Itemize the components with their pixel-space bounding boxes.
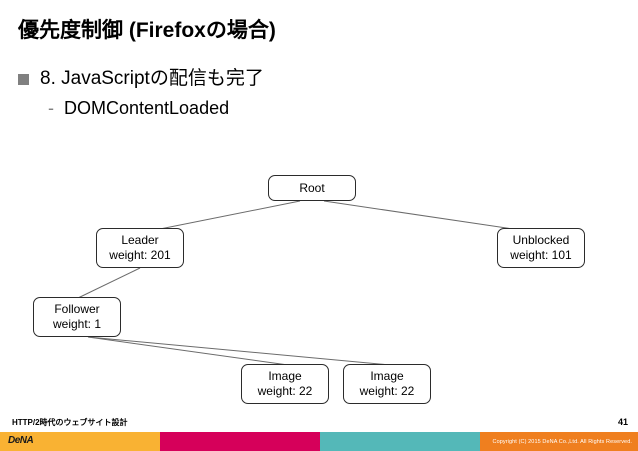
tree-node-weight: weight: 101 (510, 248, 572, 262)
edge-follower-image2 (87, 336, 391, 366)
tree-node-unblocked[interactable]: Unblocked weight: 101 (497, 228, 585, 268)
bullet-level1-label: 8. JavaScriptの配信も完了 (40, 68, 264, 89)
page-title: 優先度制御 (Firefoxの場合) (18, 19, 276, 42)
square-bullet-icon (18, 74, 29, 85)
bullet-list: 8. JavaScriptの配信も完了 - DOMContentLoaded (18, 66, 618, 121)
dash-bullet-icon: - (48, 98, 54, 118)
tree-node-image-2[interactable]: Image weight: 22 (343, 364, 431, 404)
diagram-edges (77, 200, 521, 366)
tree-node-weight: weight: 201 (109, 248, 171, 262)
tree-node-label: Leader (121, 233, 159, 247)
bullet-item-level1: 8. JavaScriptの配信も完了 (18, 66, 618, 92)
priority-tree-diagram: Root Leader weight: 201 Unblocked weight… (33, 175, 585, 404)
tree-node-label: Image (268, 369, 302, 383)
tree-node-label: Follower (54, 302, 100, 316)
edge-leader-follower (77, 267, 141, 299)
edge-root-unblocked (323, 200, 521, 231)
tree-node-image-1[interactable]: Image weight: 22 (241, 364, 329, 404)
edge-follower-image1 (87, 336, 289, 366)
tree-node-label: Root (299, 180, 325, 195)
dena-logo: DeNA (8, 435, 34, 446)
tree-node-root[interactable]: Root (268, 175, 356, 201)
copyright-text: Copyright (C) 2015 DeNA Co.,Ltd. All Rig… (492, 438, 632, 445)
edge-root-leader (159, 200, 301, 230)
bullet-level2-label: DOMContentLoaded (64, 98, 230, 118)
tree-node-follower[interactable]: Follower weight: 1 (33, 297, 121, 337)
color-band-orange: Copyright (C) 2015 DeNA Co.,Ltd. All Rig… (480, 432, 638, 451)
footer-deck-title: HTTP/2時代のウェブサイト設計 (12, 418, 128, 427)
color-band-teal (320, 432, 480, 451)
page-number: 41 (617, 417, 628, 427)
color-band-yellow (0, 432, 160, 451)
tree-node-leader[interactable]: Leader weight: 201 (96, 228, 184, 268)
tree-node-label: Unblocked (512, 233, 570, 247)
color-band-crimson (160, 432, 320, 451)
tree-node-weight: weight: 22 (359, 384, 415, 398)
tree-node-weight: weight: 1 (52, 317, 102, 331)
footer-color-bar: Copyright (C) 2015 DeNA Co.,Ltd. All Rig… (0, 432, 638, 451)
tree-node-weight: weight: 22 (257, 384, 313, 398)
tree-node-label: Image (370, 369, 404, 383)
bullet-item-level2: - DOMContentLoaded (48, 96, 618, 121)
